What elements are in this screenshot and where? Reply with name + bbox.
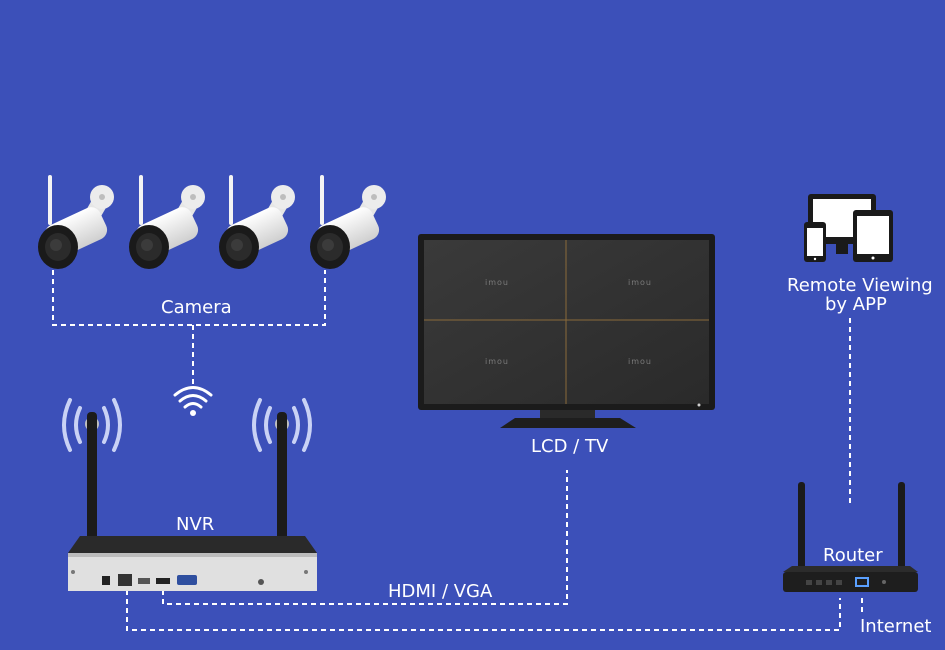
camera-group [38, 175, 386, 269]
hdmi-vga-line [162, 470, 568, 605]
nvr-label: NVR [176, 514, 215, 535]
camera-2 [129, 175, 205, 269]
nvr-device [62, 398, 317, 591]
router-device [783, 482, 918, 592]
camera-link-line [52, 270, 326, 326]
internet-label: Internet [860, 616, 932, 637]
hdmi-vga-label: HDMI / VGA [388, 581, 493, 602]
wifi-signal-icon [173, 386, 213, 416]
tablet-icon [853, 210, 893, 262]
connection-lines [52, 270, 863, 631]
monitor-icon: imou imou imou imou [418, 234, 715, 428]
remote-viewing-label-line1: Remote Viewing [787, 275, 933, 296]
remote-devices [804, 194, 893, 262]
camera-1 [38, 175, 114, 269]
internet-line [126, 590, 841, 631]
phone-icon [804, 222, 826, 262]
tile-logo-2: imou [628, 278, 652, 287]
camera-label: Camera [161, 297, 232, 318]
camera-4 [310, 175, 386, 269]
tile-logo-1: imou [485, 278, 509, 287]
lcd-tv-label: LCD / TV [531, 436, 609, 457]
camera-3 [219, 175, 295, 269]
router-label: Router [823, 545, 883, 566]
remote-viewing-label-line2: by APP [825, 294, 887, 315]
tile-logo-3: imou [485, 357, 509, 366]
tile-logo-4: imou [628, 357, 652, 366]
